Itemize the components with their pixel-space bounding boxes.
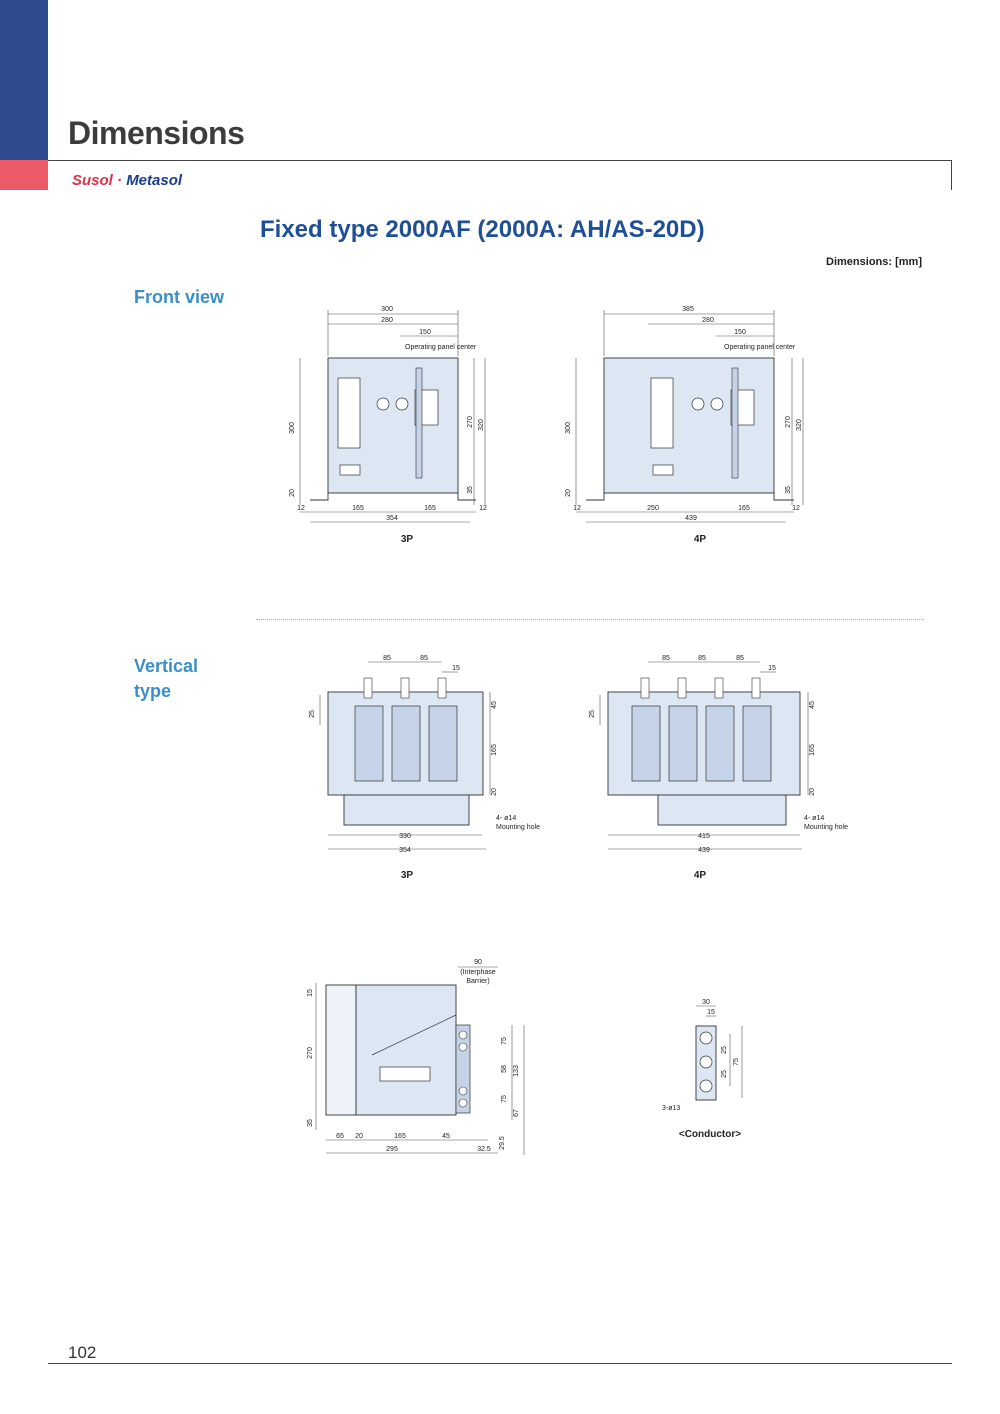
svg-text:Barrier): Barrier)	[466, 978, 489, 985]
svg-text:150: 150	[419, 329, 431, 336]
svg-text:Mounting hole: Mounting hole	[496, 824, 540, 831]
svg-text:75: 75	[501, 1037, 508, 1045]
conductor-drawing: 30 15 25 25 75 3-ø13	[662, 999, 743, 1112]
svg-text:20: 20	[565, 489, 572, 497]
svg-text:75: 75	[501, 1095, 508, 1103]
svg-text:25: 25	[589, 710, 596, 718]
svg-text:Mounting hole: Mounting hole	[804, 824, 848, 831]
svg-text:320: 320	[796, 419, 803, 431]
svg-text:32.5: 32.5	[477, 1146, 491, 1153]
svg-text:295: 295	[386, 1146, 398, 1153]
svg-text:280: 280	[381, 317, 393, 324]
svg-text:15: 15	[707, 1009, 715, 1016]
svg-text:320: 320	[478, 419, 485, 431]
svg-text:20: 20	[355, 1133, 363, 1140]
vertical-3p-label: 3P	[400, 870, 414, 881]
svg-text:(Interphase: (Interphase	[460, 969, 496, 976]
front-3p-label: 3P	[400, 534, 414, 545]
svg-text:250: 250	[647, 505, 659, 512]
section-divider	[256, 619, 924, 620]
svg-text:65: 65	[336, 1133, 344, 1140]
svg-text:15: 15	[452, 665, 460, 672]
header-rule-end	[951, 160, 952, 190]
svg-text:25: 25	[309, 710, 316, 718]
svg-text:35: 35	[785, 486, 792, 494]
svg-text:165: 165	[352, 505, 364, 512]
svg-text:3-ø13: 3-ø13	[662, 1105, 680, 1112]
svg-text:90: 90	[474, 959, 482, 966]
svg-text:165: 165	[809, 744, 816, 756]
svg-text:439: 439	[698, 847, 710, 854]
front-4p-label: 4P	[693, 534, 707, 545]
svg-text:354: 354	[399, 847, 411, 854]
svg-text:15: 15	[768, 665, 776, 672]
svg-text:330: 330	[399, 833, 411, 840]
vertical-4p-drawing: 85 85 85 15 25 45 165 20 4- ø14 Mounting…	[589, 655, 848, 854]
brand-logo: Susol · Metasol	[72, 172, 183, 189]
header-rule	[48, 160, 952, 161]
svg-text:85: 85	[662, 655, 670, 662]
svg-text:15: 15	[307, 989, 314, 997]
svg-text:354: 354	[386, 515, 398, 522]
svg-text:300: 300	[289, 422, 296, 434]
svg-text:45: 45	[809, 701, 816, 709]
svg-text:150: 150	[734, 329, 746, 336]
svg-text:280: 280	[702, 317, 714, 324]
svg-text:20: 20	[491, 788, 498, 796]
front-view-title: Front view	[134, 287, 225, 307]
side-accent-blue	[0, 0, 48, 160]
front-view-4p-drawing: 385 280 150 Operating panel center 300 2…	[565, 306, 804, 523]
svg-text:12: 12	[297, 505, 305, 512]
svg-text:12: 12	[573, 505, 581, 512]
conductor-label: <Conductor>	[678, 1129, 742, 1140]
svg-text:12: 12	[479, 505, 487, 512]
svg-text:45: 45	[491, 701, 498, 709]
front-view-3p-drawing: 300 280 150 Operating panel center 300 2…	[289, 306, 487, 523]
svg-text:58: 58	[501, 1065, 508, 1073]
svg-text:45: 45	[442, 1133, 450, 1140]
svg-text:85: 85	[383, 655, 391, 662]
vertical-3p-drawing: 85 85 15 25 45 165 20 4- ø14 Mounting ho…	[309, 655, 540, 854]
svg-text:300: 300	[381, 306, 393, 313]
section-heading: Fixed type 2000AF (2000A: AH/AS-20D)	[260, 216, 705, 243]
vertical-4p-label: 4P	[693, 870, 707, 881]
svg-text:85: 85	[736, 655, 744, 662]
svg-text:Operating panel center: Operating panel center	[405, 344, 477, 351]
svg-text:439: 439	[685, 515, 697, 522]
footer-rule	[48, 1363, 952, 1364]
units-note: Dimensions: [mm]	[826, 256, 922, 268]
svg-text:20: 20	[289, 489, 296, 497]
svg-text:29.5: 29.5	[499, 1136, 506, 1150]
svg-text:12: 12	[792, 505, 800, 512]
svg-text:165: 165	[491, 744, 498, 756]
page-number: 102	[68, 1343, 97, 1362]
svg-text:133: 133	[513, 1065, 520, 1077]
svg-text:270: 270	[785, 416, 792, 428]
svg-text:35: 35	[307, 1119, 314, 1127]
svg-text:Operating panel center: Operating panel center	[724, 344, 796, 351]
svg-text:35: 35	[467, 486, 474, 494]
page-title: Dimensions	[68, 115, 245, 151]
svg-text:75: 75	[733, 1058, 740, 1066]
side-view-drawing: 90 (Interphase Barrier) 15 270 35 75 58 …	[307, 959, 525, 1155]
svg-text:30: 30	[702, 999, 710, 1006]
svg-text:25: 25	[721, 1046, 728, 1054]
svg-text:165: 165	[394, 1133, 406, 1140]
side-accent-red	[0, 160, 48, 190]
svg-text:4- ø14: 4- ø14	[804, 815, 824, 822]
svg-text:415: 415	[698, 833, 710, 840]
svg-text:4- ø14: 4- ø14	[496, 815, 516, 822]
svg-text:25: 25	[721, 1070, 728, 1078]
svg-text:270: 270	[307, 1047, 314, 1059]
svg-text:20: 20	[809, 788, 816, 796]
svg-text:165: 165	[738, 505, 750, 512]
svg-text:67: 67	[513, 1109, 520, 1117]
svg-text:385: 385	[682, 306, 694, 313]
svg-text:270: 270	[467, 416, 474, 428]
svg-text:85: 85	[698, 655, 706, 662]
svg-text:85: 85	[420, 655, 428, 662]
svg-text:165: 165	[424, 505, 436, 512]
svg-text:300: 300	[565, 422, 572, 434]
